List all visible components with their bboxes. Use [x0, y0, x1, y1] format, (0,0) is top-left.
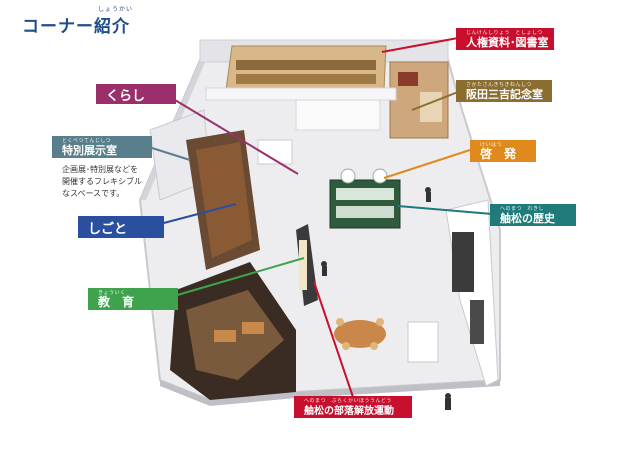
pointer-line [397, 205, 493, 215]
partition-wall [295, 99, 381, 131]
label-text: 舳松の部落解放運動 [304, 406, 394, 417]
label-text: 阪田三吉記念室 [466, 87, 543, 101]
label-ruby: じんけんしりょう としょしつ [466, 30, 543, 36]
sakata-display [398, 72, 418, 86]
kiosk [340, 168, 356, 184]
pointer-line [411, 91, 459, 111]
chair [376, 318, 384, 326]
pointer-line [174, 99, 299, 175]
classroom-desk [214, 330, 236, 342]
label-ruby: きょういく [98, 290, 126, 296]
label-sakata-memorial: さかたさんきちきねんしつ 阪田三吉記念室 [456, 80, 552, 102]
page-title-ruby: しょうかい [98, 6, 134, 13]
description-line: 開催するフレキシブル [62, 177, 142, 186]
label-text: 啓 発 [480, 147, 517, 161]
label-text: 教 育 [98, 295, 135, 309]
description-line: なスペースです。 [62, 189, 125, 198]
visitor-figure [426, 192, 431, 202]
label-text: 人権資料･図書室 [466, 35, 549, 49]
right-display [470, 300, 484, 344]
label-kyoiku: きょういく 教 育 [88, 288, 178, 310]
center-wall-face [299, 240, 307, 290]
label-text: くらし [106, 88, 146, 104]
kiosk [372, 168, 388, 184]
visitor-figure [445, 398, 451, 410]
classroom-desk [242, 322, 264, 334]
description-line: 企画展･特別展などを [62, 165, 138, 174]
visitor-figure [322, 266, 327, 276]
pointer-line [381, 37, 459, 53]
white-block [407, 321, 439, 363]
right-display [452, 232, 474, 292]
library-shelf [236, 60, 376, 70]
pointer-line [383, 149, 471, 179]
visitor-figure [425, 187, 431, 193]
page-title: コーナー紹介 [22, 17, 130, 37]
library-shelf [236, 74, 376, 84]
pointer-line [159, 203, 237, 225]
label-text: 特別展示室 [62, 143, 117, 157]
pointer-line [313, 281, 355, 401]
visitor-figure [321, 261, 327, 267]
label-text: 舳松の歴史 [500, 211, 555, 225]
label-ruby: へのまつ れきし [500, 206, 545, 212]
label-ruby: とくべつてんじしつ [62, 138, 112, 144]
chair [336, 318, 344, 326]
floor-base-edge [160, 380, 500, 406]
label-kurashi: くらし [96, 84, 176, 104]
history-case [336, 206, 394, 218]
label-keihatsu: けいはつ 啓 発 [470, 140, 536, 162]
special-exhibition-description: 企画展･特別展などを 開催するフレキシブル なスペースです。 [62, 164, 158, 200]
label-shigoto: しごと [78, 216, 164, 238]
chair [370, 342, 378, 350]
work-gallery-floor [196, 142, 252, 258]
label-ruby: さかたさんきちきねんしつ [466, 82, 532, 88]
label-jinken-library: じんけんしりょう としょしつ 人権資料･図書室 [456, 28, 554, 50]
history-display [329, 179, 401, 229]
partition-wall [205, 87, 397, 101]
label-henomatsu-history: へのまつ れきし 舳松の歴史 [490, 204, 576, 226]
history-case [336, 188, 394, 200]
label-ruby: けいはつ [480, 142, 503, 148]
pointer-line [173, 257, 305, 297]
label-ruby: へのまつ ぶらくかいほううんどう [304, 398, 392, 404]
chair [342, 342, 350, 350]
sakata-panel [420, 92, 442, 122]
meeting-table [334, 320, 386, 348]
label-buraku-liberation: へのまつ ぶらくかいほううんどう 舳松の部落解放運動 [294, 396, 412, 418]
visitor-figure [445, 393, 451, 399]
pointer-line [151, 147, 191, 161]
label-text: しごと [88, 221, 128, 237]
label-special-exhibition: とくべつてんじしつ 特別展示室 [52, 136, 152, 158]
